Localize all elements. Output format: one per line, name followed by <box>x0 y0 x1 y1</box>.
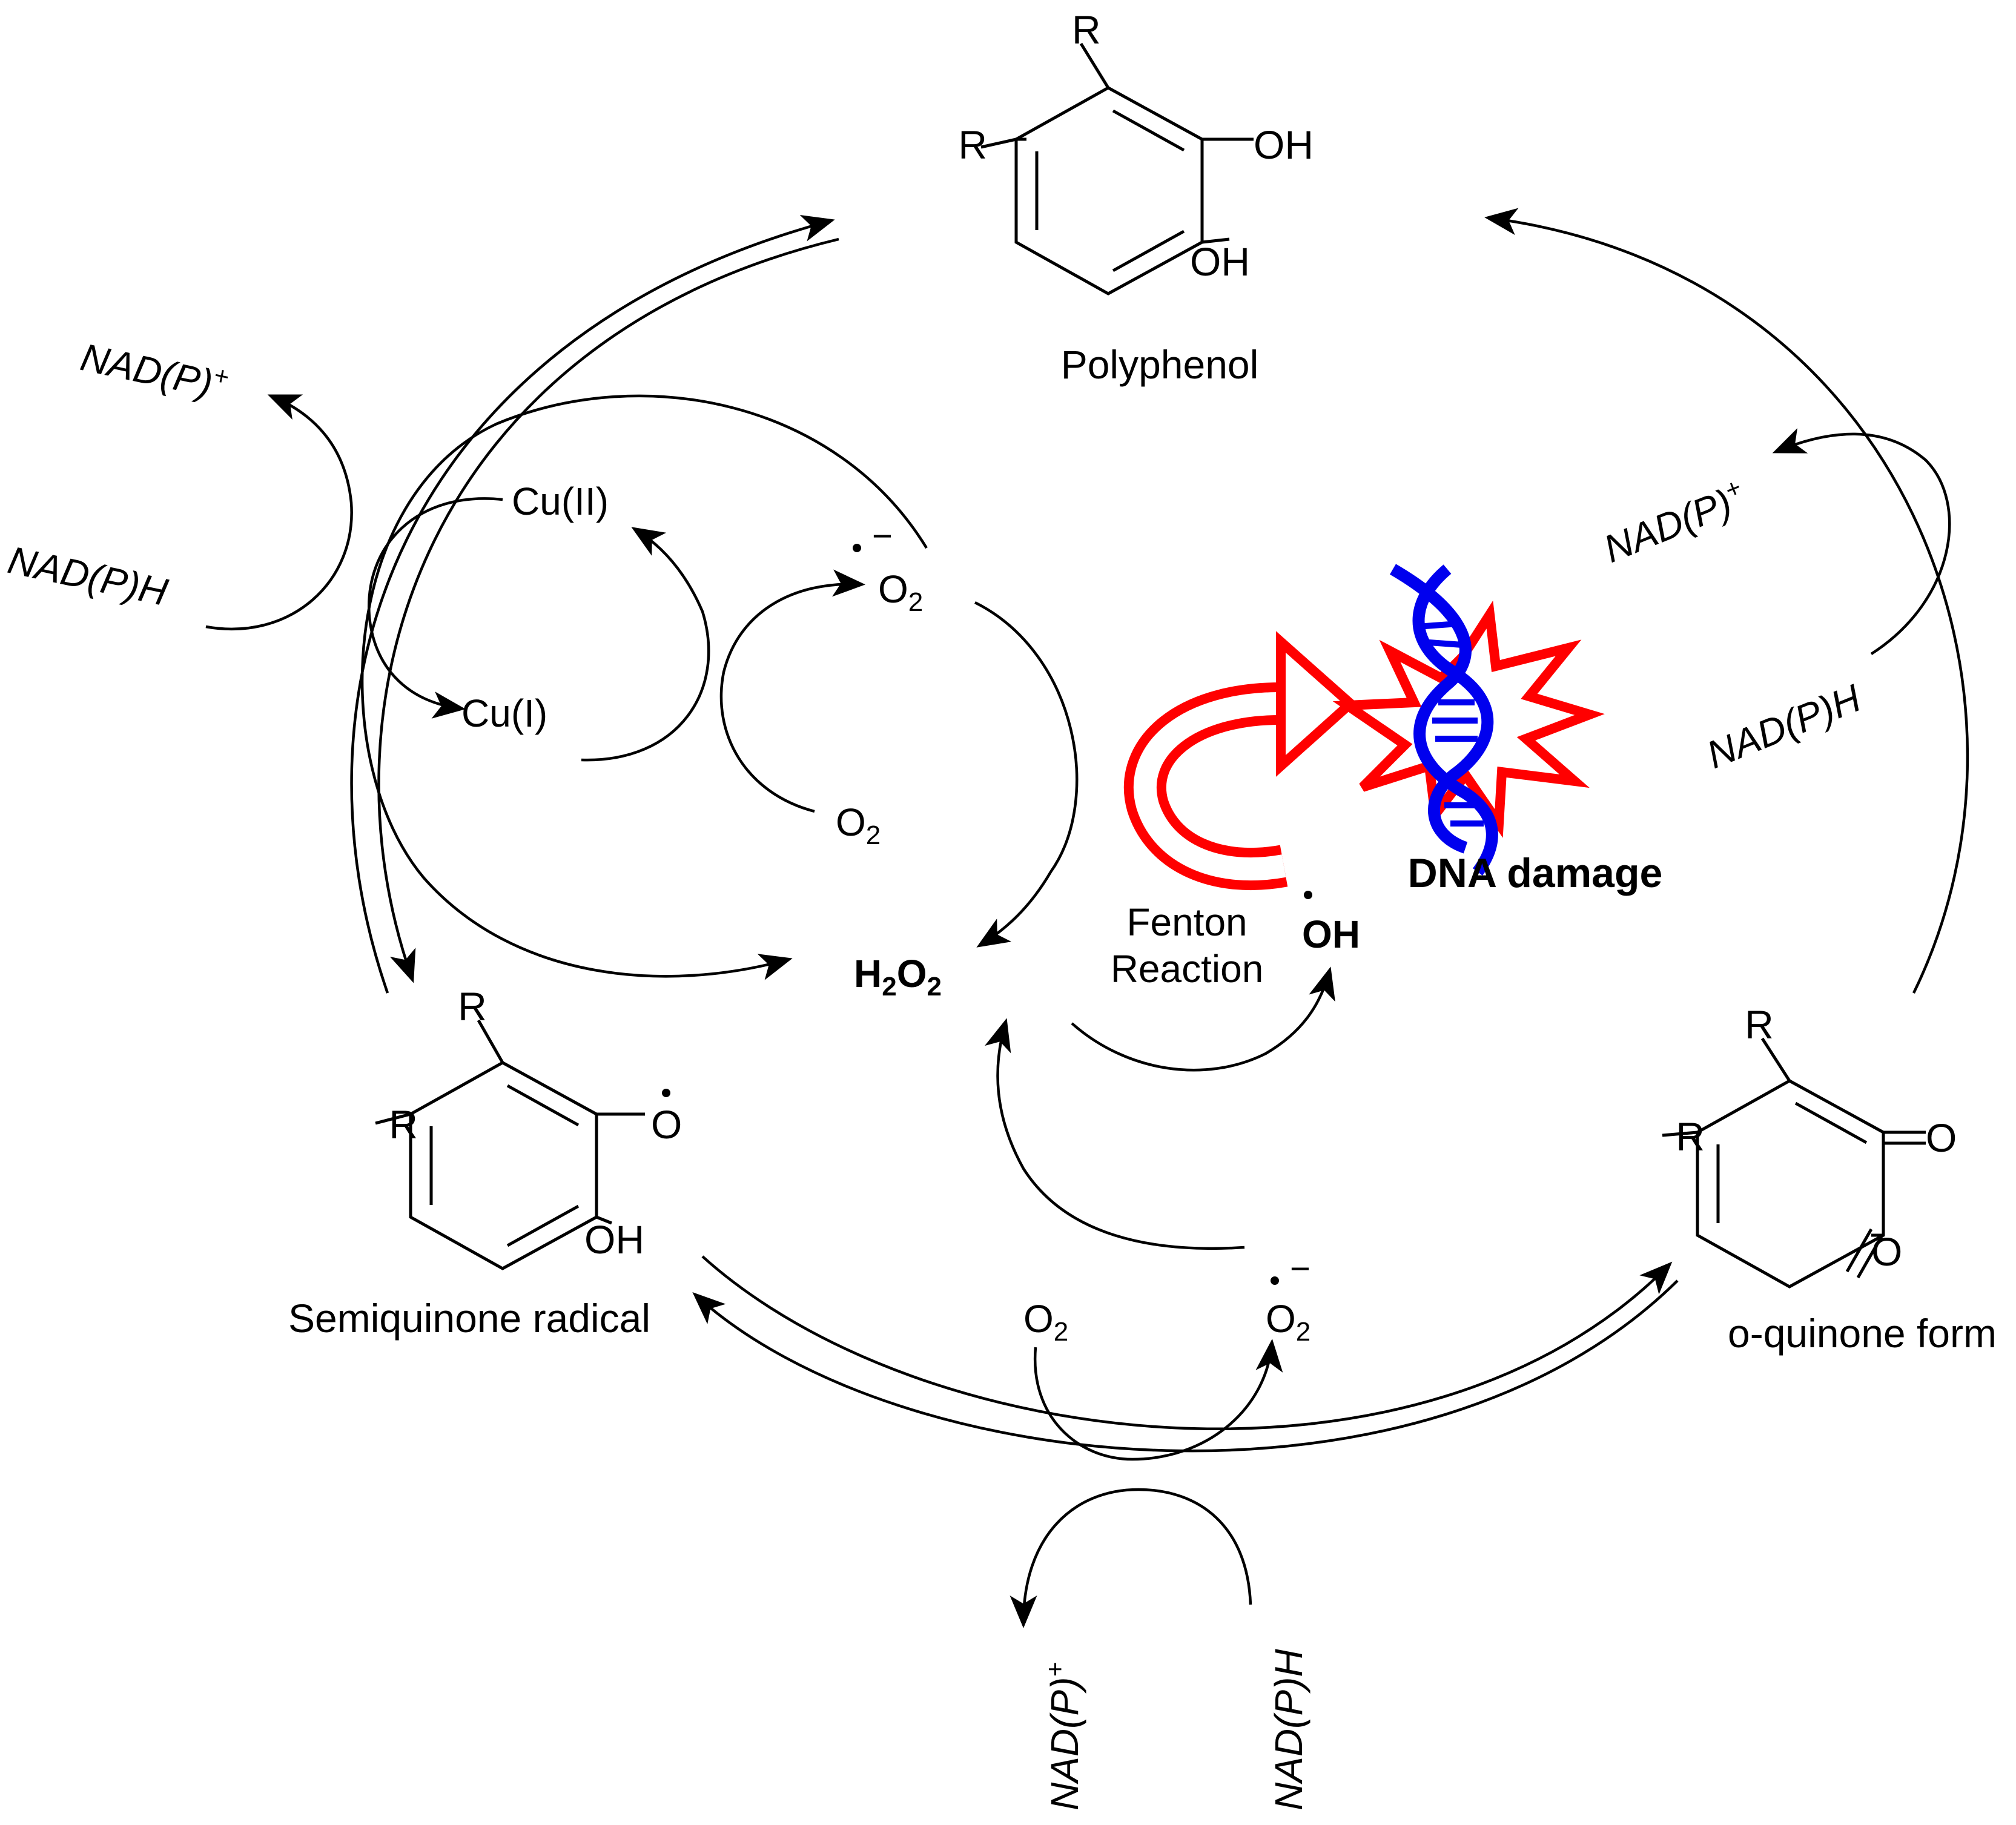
cu-i-label: Cu(I) <box>461 691 547 735</box>
semiquinone-r-left: R <box>389 1102 418 1147</box>
semiquinone-oh: OH <box>584 1217 644 1262</box>
arc-semiquinone-to-quinone <box>701 1255 1673 1430</box>
quinone-structure <box>1662 1037 1926 1289</box>
hydroxyl-label: OH <box>1302 912 1360 956</box>
bottom-nadph: NAD(P)H <box>1267 1649 1310 1810</box>
left-nadp-plus: NAD(P)+ <box>77 332 231 408</box>
arc-cu-reduction <box>367 497 503 719</box>
superoxide-lower-charge: − <box>1290 1249 1310 1289</box>
fenton-line-2: Reaction <box>1111 947 1264 991</box>
right-nadph: NAD(P)H <box>1700 676 1867 777</box>
arc-o2-to-superoxide-lower <box>1033 1339 1283 1461</box>
arc-superoxide-to-h2o2 <box>974 601 1079 948</box>
semiquinone-o-radical: O <box>651 1102 682 1147</box>
arc-semiquinone-to-polyphenol <box>350 215 835 994</box>
bottom-nadp-plus: NAD(P)+ <box>1040 1662 1086 1810</box>
hydroxyl-dot <box>1304 891 1312 899</box>
polyphenol-oh-1: OH <box>1254 122 1314 167</box>
polyphenol-label: Polyphenol <box>1061 342 1259 387</box>
arc-superoxide-lower-to-h2o2 <box>985 1018 1245 1250</box>
quinone-r-top: R <box>1745 1002 1774 1047</box>
polyphenol-structure <box>980 42 1254 295</box>
arc-cu-oxidation <box>581 527 710 762</box>
semiquinone-structure <box>375 1019 645 1270</box>
semiquinone-radical-dot <box>662 1089 670 1097</box>
arc-o2-to-superoxide-upper <box>719 569 865 813</box>
semiquinone-label: Semiquinone radical <box>288 1296 650 1341</box>
left-nadph: NAD(P)H <box>4 538 172 614</box>
dna-helix-icon <box>1389 564 1498 876</box>
polyphenol-oh-2: OH <box>1190 239 1250 284</box>
o2-upper: O2 <box>836 800 881 850</box>
superoxide-lower: O2 <box>1266 1297 1310 1347</box>
quinone-label: o-quinone form <box>1728 1311 1997 1356</box>
polyphenol-r-top: R <box>1072 7 1101 52</box>
cu-ii-label: Cu(II) <box>512 480 609 523</box>
superoxide-upper-dot <box>853 544 861 552</box>
dna-damage-label: DNA damage <box>1408 850 1663 896</box>
arc-quinone-to-semiquinone <box>692 1279 1679 1453</box>
superoxide-lower-dot <box>1271 1276 1279 1285</box>
polyphenol-r-left: R <box>958 122 987 167</box>
arc-polyphenol-to-semiquinone <box>377 237 839 983</box>
quinone-o-2: O <box>1871 1229 1902 1274</box>
o2-lower: O2 <box>1023 1297 1068 1347</box>
arc-h2o2-to-hydroxyl <box>1071 966 1335 1072</box>
right-nadp-plus: NAD(P)+ <box>1597 473 1752 571</box>
fenton-line-1: Fenton <box>1126 900 1247 944</box>
superoxide-upper: O2 <box>878 567 923 617</box>
arc-bottom-nadph-to-nadp <box>1010 1488 1252 1628</box>
arc-semiquinone-to-h2o2 <box>360 394 928 980</box>
arc-right-nadph-to-nadp <box>1772 428 1951 655</box>
fenton-block-arrow-group <box>1123 631 1358 891</box>
arc-left-nadph-to-nadp <box>205 394 353 631</box>
superoxide-upper-charge: − <box>872 516 893 556</box>
quinone-o-1: O <box>1926 1115 1957 1160</box>
arc-quinone-to-polyphenol <box>1484 208 1969 994</box>
semiquinone-r-top: R <box>458 984 487 1029</box>
quinone-r-left: R <box>1676 1114 1705 1159</box>
h2o2-label: H2O2 <box>854 952 942 1002</box>
